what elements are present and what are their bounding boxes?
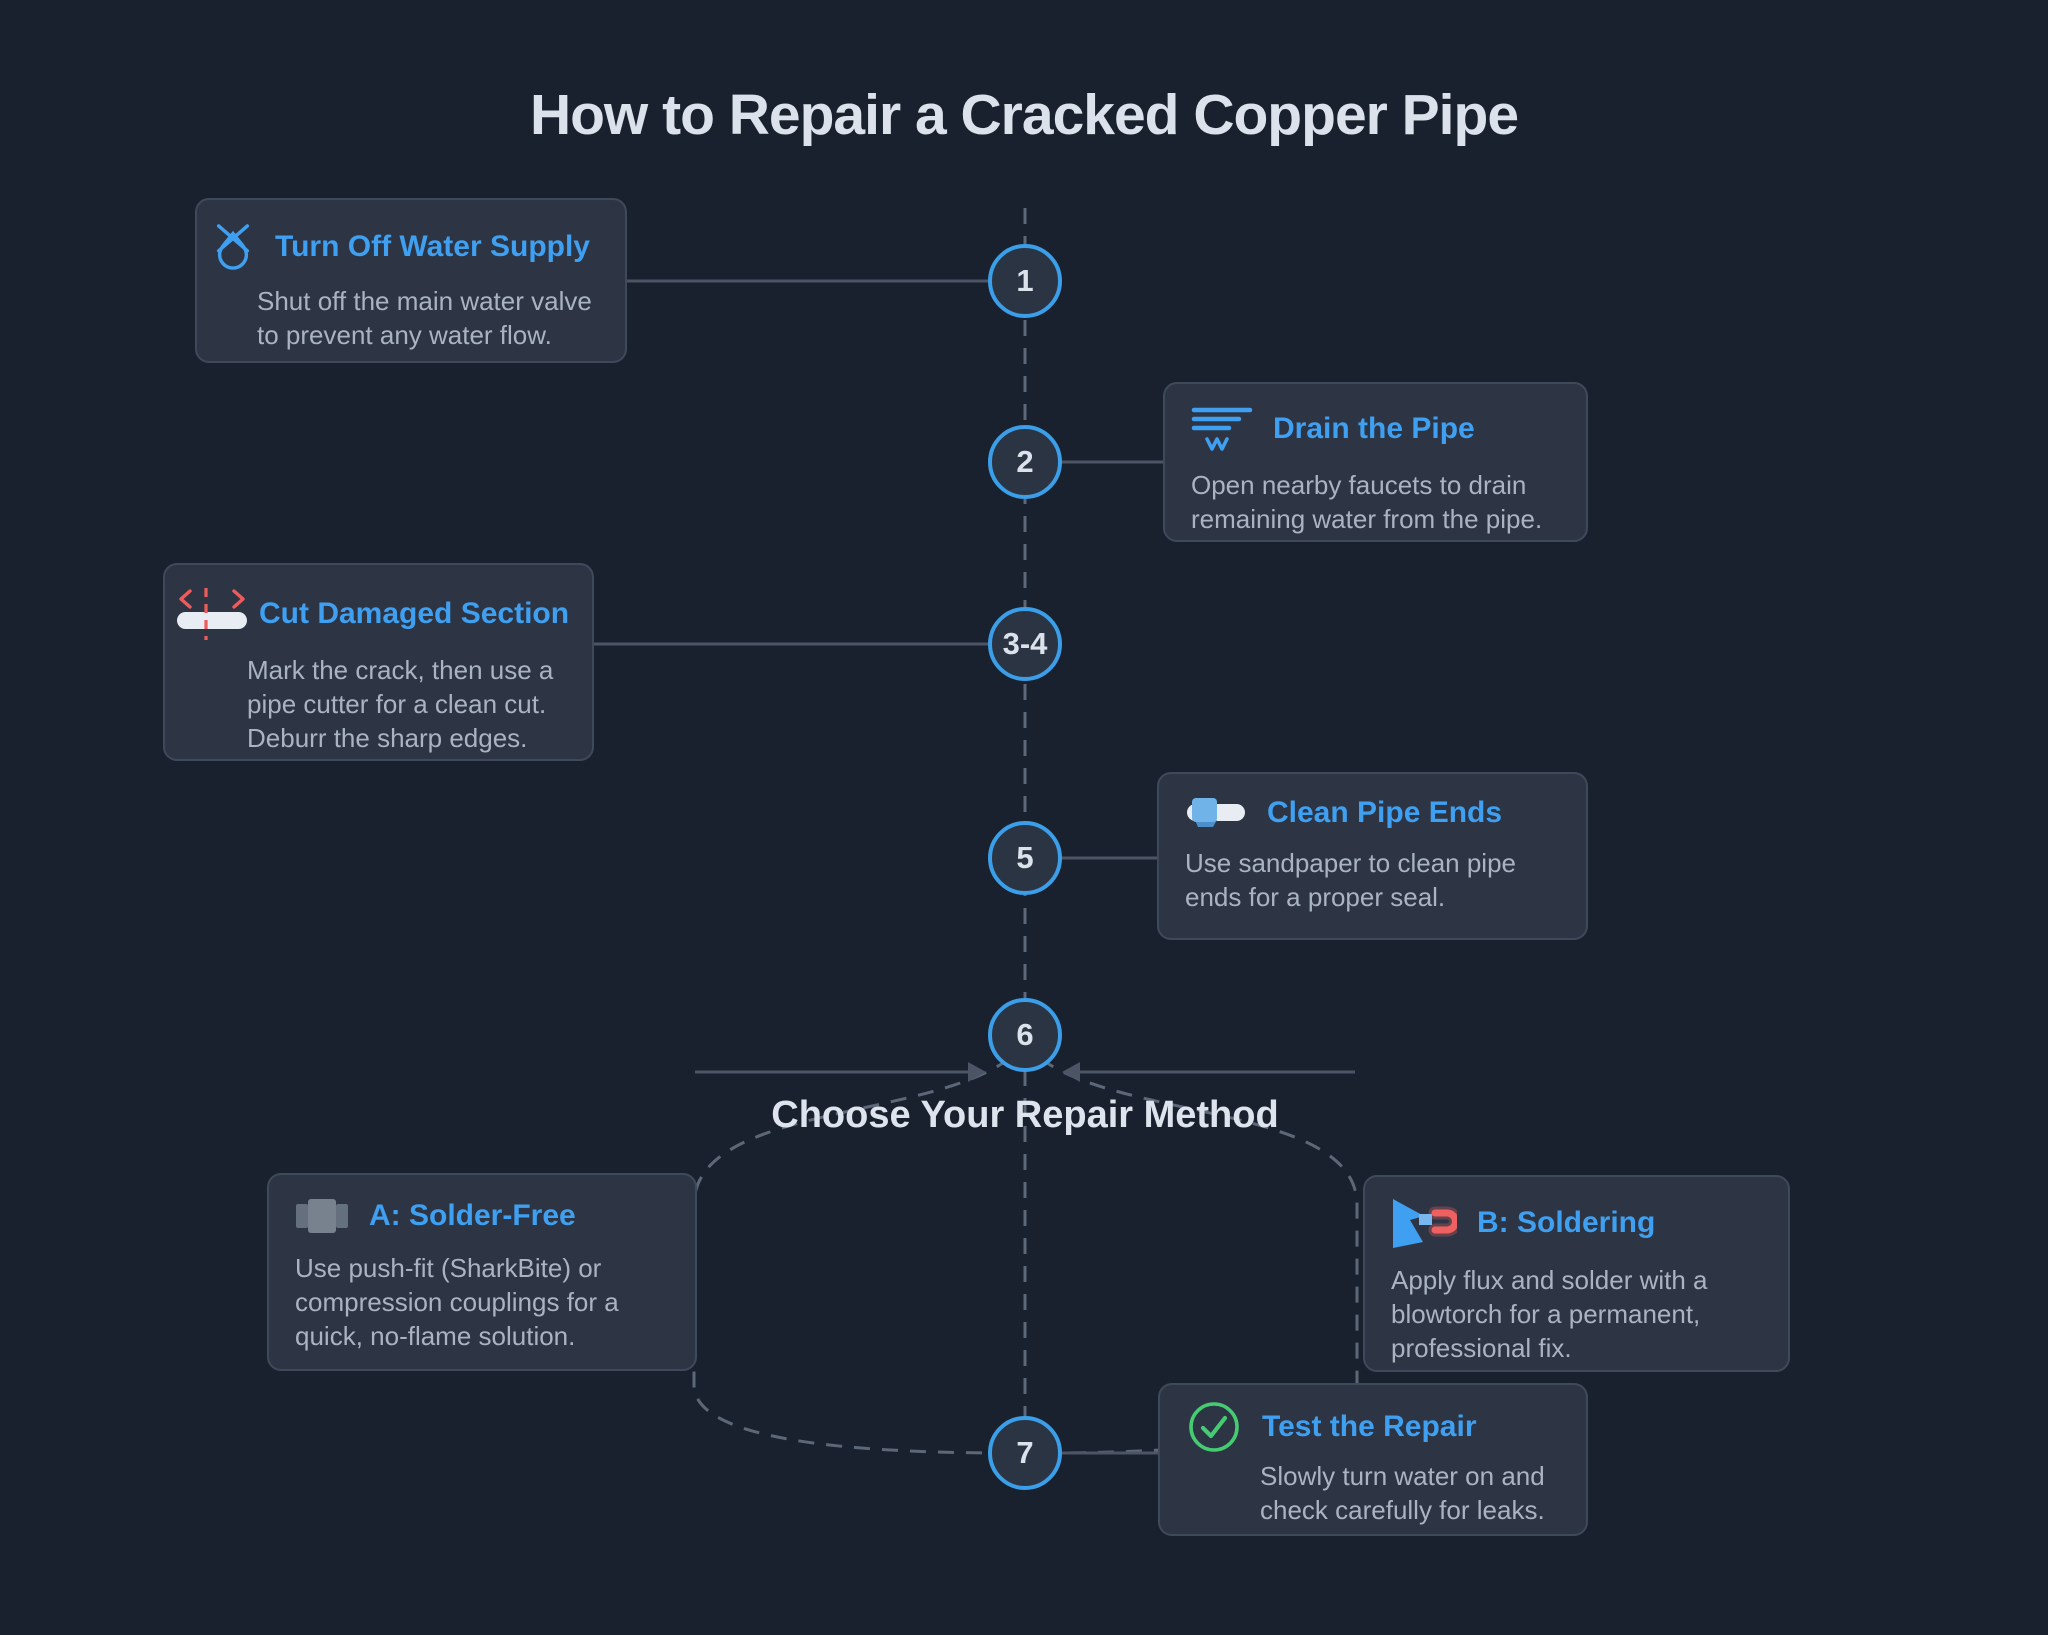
node-6-label: 6 — [1016, 1017, 1034, 1052]
step2-card: Drain the Pipe Open nearby faucets to dr… — [1163, 382, 1588, 542]
step7-card: Test the Repair Slowly turn water on and… — [1158, 1383, 1588, 1536]
drain-lines-icon — [1191, 404, 1253, 454]
step34-card: Cut Damaged Section Mark the crack, then… — [163, 563, 594, 761]
branch-label: Choose Your Repair Method — [771, 1094, 1279, 1136]
step1-card: Turn Off Water Supply Shut off the main … — [195, 198, 627, 363]
step34-title: Cut Damaged Section — [259, 597, 570, 630]
timeline-node-6: 6 — [988, 998, 1062, 1072]
check-circle-icon — [1186, 1399, 1242, 1455]
split-arrow-left-icon — [968, 1062, 986, 1082]
sandpaper-pipe-icon — [1185, 794, 1247, 832]
node-7-label: 7 — [1016, 1435, 1034, 1470]
pipe-cutter-icon — [173, 585, 251, 643]
method-a-card: A: Solder-Free Use push-fit (SharkBite) … — [267, 1173, 697, 1371]
node-1-label: 1 — [1016, 263, 1034, 298]
method-a-title: A: Solder-Free — [369, 1199, 576, 1232]
method-b-description: Apply flux and solder with a blowtorch f… — [1391, 1265, 1708, 1363]
step7-title: Test the Repair — [1262, 1410, 1477, 1443]
method-a-description: Use push-fit (SharkBite) or compression … — [295, 1253, 619, 1351]
step1-title: Turn Off Water Supply — [275, 230, 590, 263]
node-5-label: 5 — [1016, 840, 1034, 875]
timeline-node-34: 3-4 — [988, 607, 1062, 681]
timeline-node-2: 2 — [988, 425, 1062, 499]
page-title: How to Repair a Cracked Copper Pipe — [529, 83, 1519, 147]
step5-description: Use sandpaper to clean pipe ends for a p… — [1185, 848, 1517, 912]
split-arrow-right-icon — [1062, 1062, 1080, 1082]
timeline-node-1: 1 — [988, 244, 1062, 318]
step34-description: Mark the crack, then use a pipe cutter f… — [247, 655, 554, 753]
step2-description: Open nearby faucets to drain remaining w… — [1191, 470, 1543, 534]
step5-title: Clean Pipe Ends — [1267, 796, 1503, 829]
step1-description: Shut off the main water valve to prevent… — [257, 286, 592, 350]
timeline-node-5: 5 — [988, 821, 1062, 895]
method-b-card: B: Soldering Apply flux and solder with … — [1363, 1175, 1790, 1372]
node-2-label: 2 — [1016, 444, 1034, 479]
step5-card: Clean Pipe Ends Use sandpaper to clean p… — [1157, 772, 1588, 940]
method-b-title: B: Soldering — [1477, 1206, 1656, 1239]
step7-description: Slowly turn water on and check carefully… — [1260, 1461, 1545, 1525]
step2-title: Drain the Pipe — [1273, 412, 1475, 445]
water-supply-off-icon — [211, 220, 255, 274]
blowtorch-icon — [1391, 1197, 1457, 1249]
node-34-label: 3-4 — [1002, 626, 1048, 661]
timeline-node-7: 7 — [988, 1416, 1062, 1490]
coupling-icon — [295, 1195, 349, 1237]
